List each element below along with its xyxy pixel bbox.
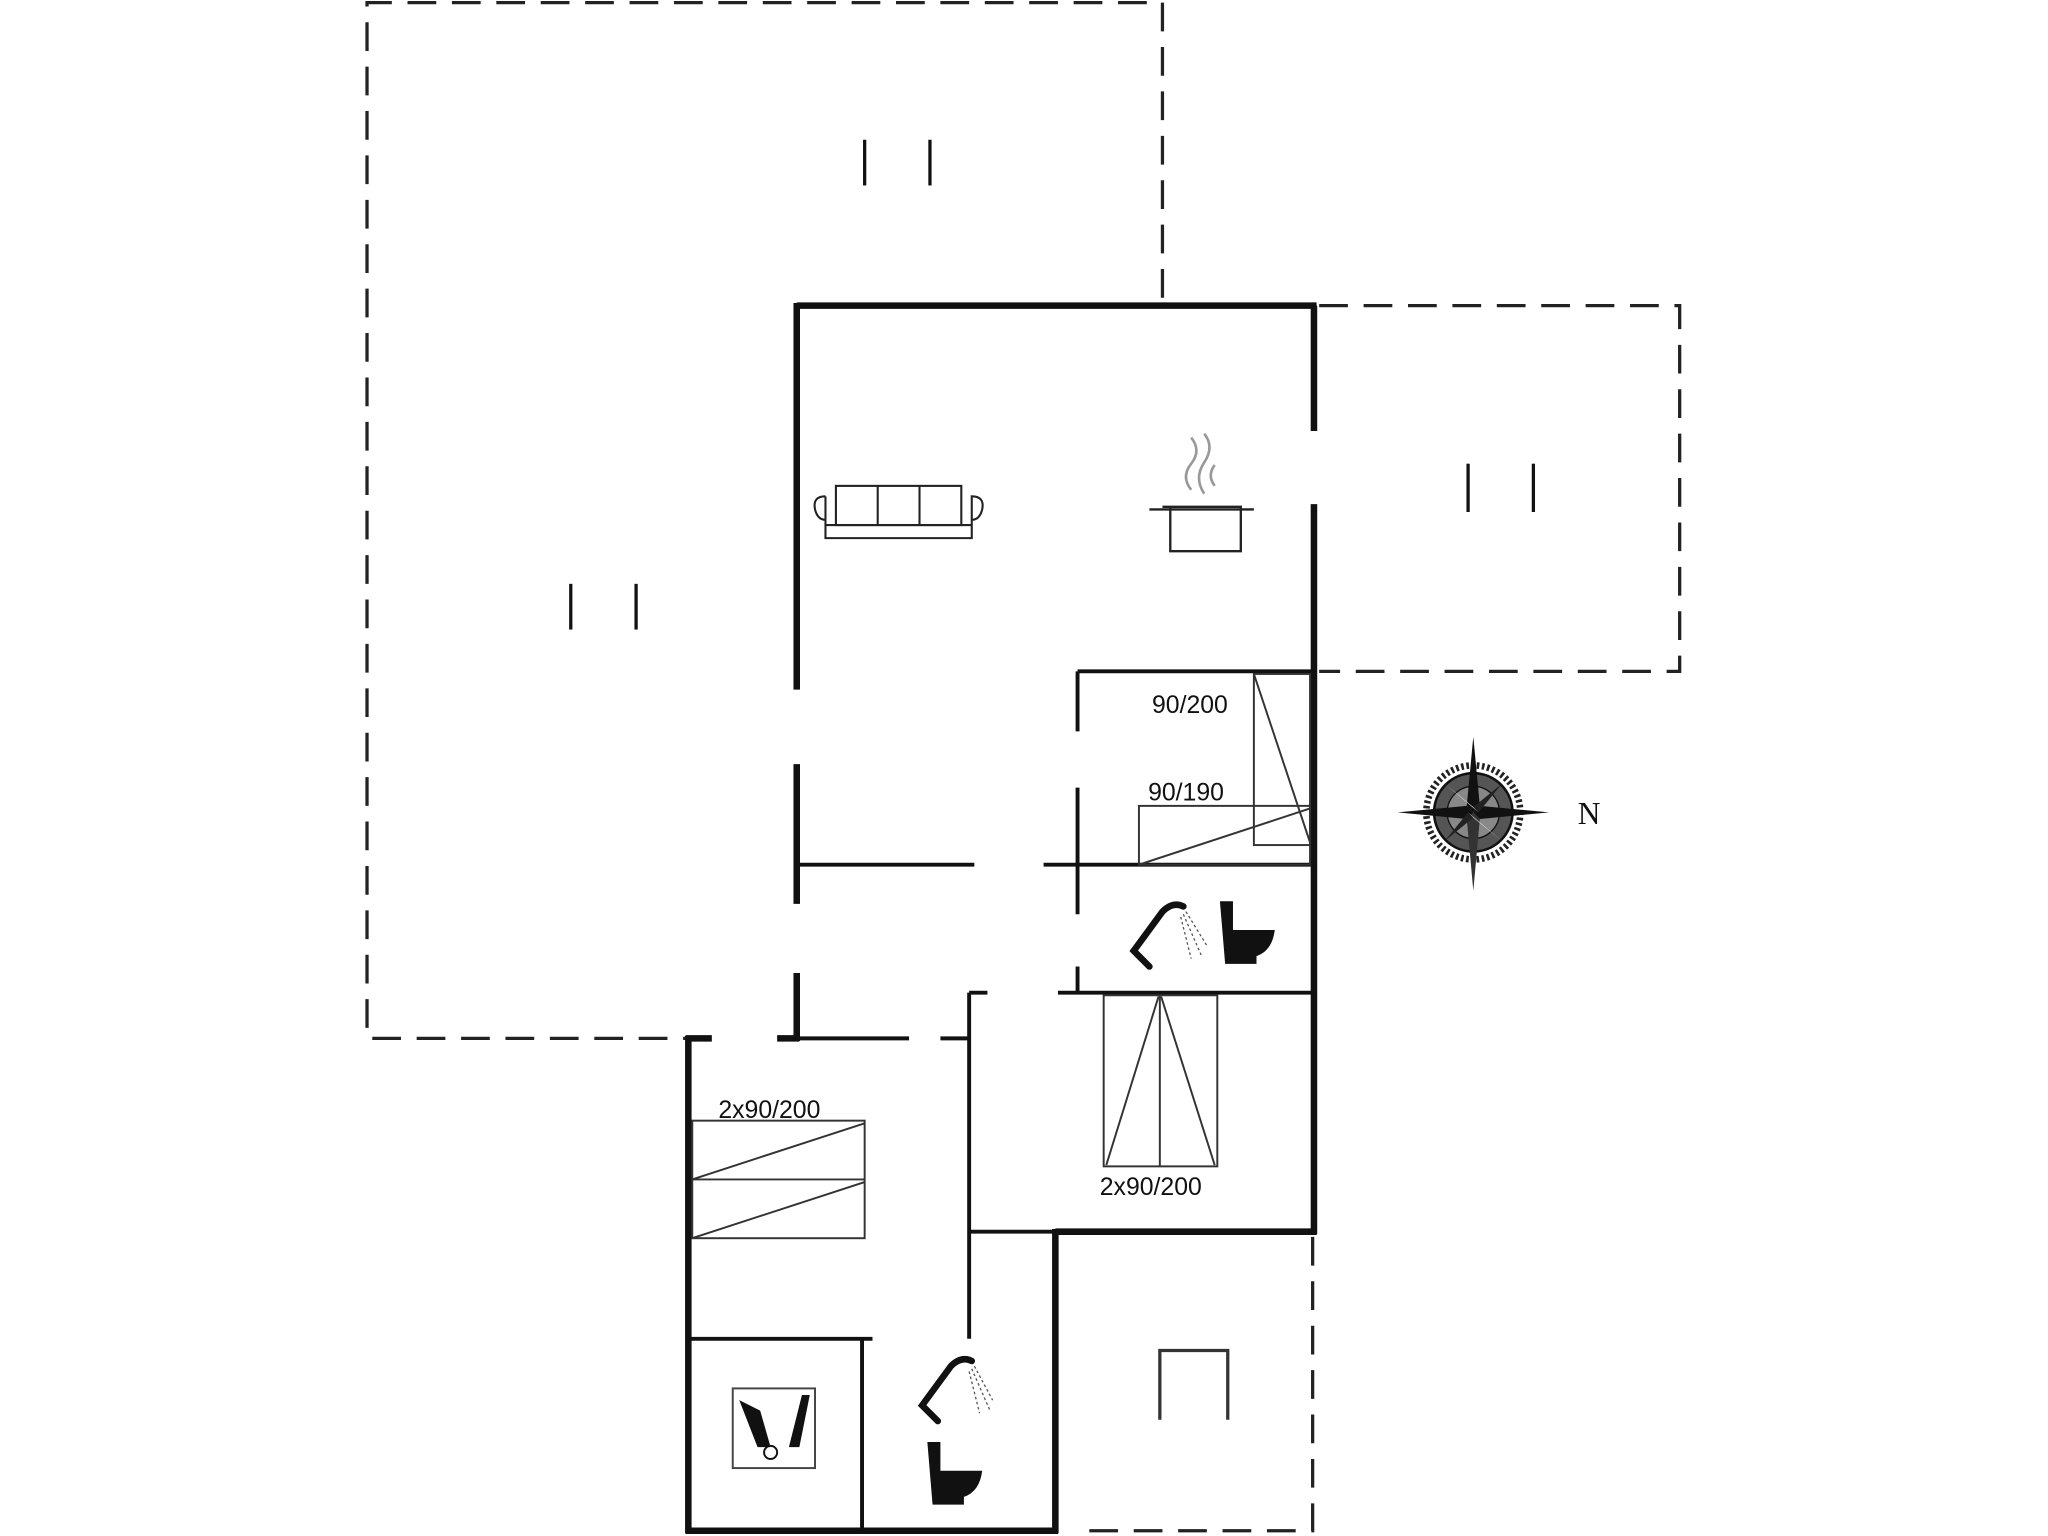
- terrace-markers: [569, 139, 1536, 630]
- shower-icon: [1129, 901, 1208, 970]
- exterior-walls: [685, 302, 1318, 1535]
- bed-label: 90/190: [1148, 780, 1224, 807]
- north-label: N: [1578, 796, 1601, 831]
- washing-machine-icon: [731, 1387, 816, 1470]
- bed-label: 2x90/200: [718, 1097, 820, 1124]
- terrace-east: [1319, 304, 1682, 673]
- bed-2x90-200-west: 2x90/200: [691, 1097, 866, 1240]
- compass-rose-icon: [1397, 736, 1550, 891]
- terrace-outlines: [365, 0, 1682, 1533]
- bed-label: 90/200: [1152, 692, 1228, 719]
- cooking-pot-icon: [1149, 432, 1254, 553]
- bed-label: 2x90/200: [1100, 1174, 1202, 1201]
- terrace-west: [365, 0, 1165, 1040]
- bed-90-190: 90/190: [1137, 780, 1312, 866]
- toilet-icon: [1219, 901, 1275, 964]
- toilet-icon: [927, 1441, 983, 1505]
- sofa-icon: [813, 484, 984, 540]
- bed-90-200: 90/200: [1152, 672, 1312, 847]
- terrace-south: [1077, 1236, 1315, 1533]
- shower-icon: [917, 1356, 994, 1425]
- bed-2x90-200-east: 2x90/200: [1100, 994, 1219, 1201]
- stove-icon: [1158, 1348, 1230, 1420]
